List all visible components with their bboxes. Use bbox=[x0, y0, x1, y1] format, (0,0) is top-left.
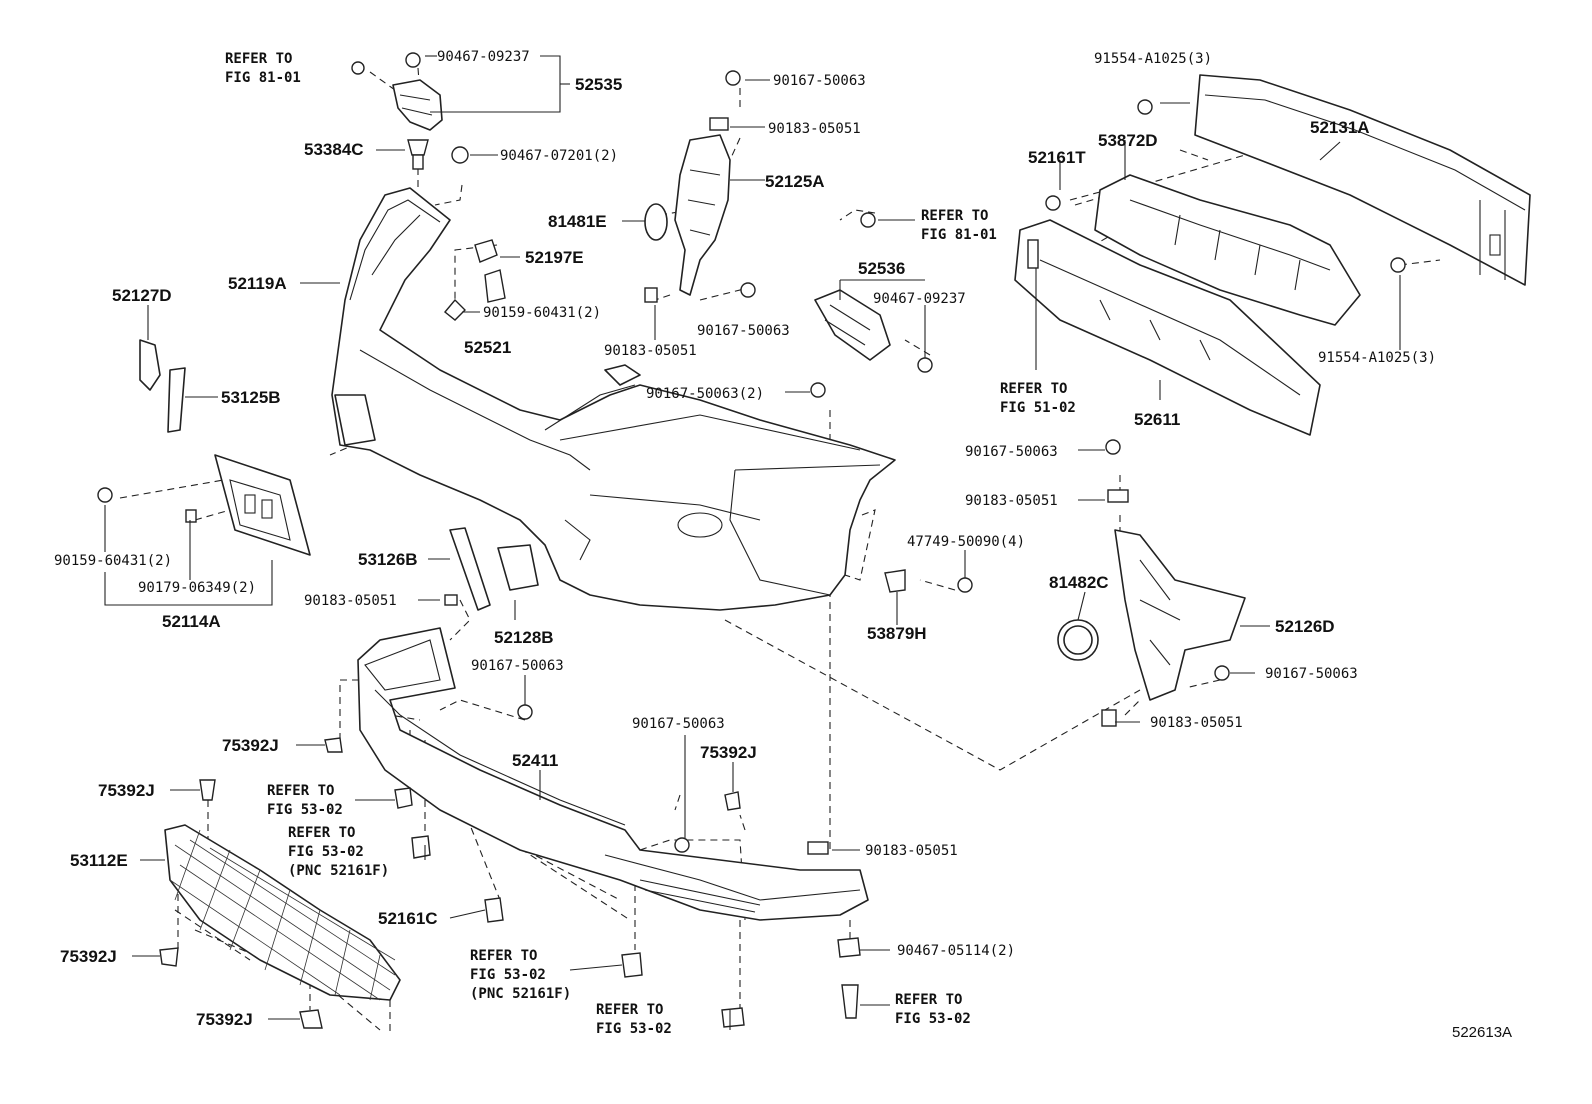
part-52535: 52535 bbox=[575, 75, 622, 94]
lower-spoiler bbox=[357, 627, 869, 921]
part-90167-50063-b: 90167-50063 bbox=[697, 323, 790, 339]
bumper-cover bbox=[331, 187, 896, 611]
diagram-id: 522613A bbox=[1452, 1024, 1512, 1041]
leader-lines bbox=[104, 55, 1401, 1030]
part-90183-05051-d: 90183-05051 bbox=[965, 493, 1058, 509]
part-75392J-e: 75392J bbox=[196, 1010, 253, 1029]
part-90467-09237-a: 90467-09237 bbox=[437, 49, 530, 65]
part-90167-50063-a: 90167-50063 bbox=[773, 73, 866, 89]
part-53879H: 53879H bbox=[867, 624, 927, 643]
grille-53112E bbox=[159, 737, 401, 1029]
part-90167-50063-d: 90167-50063 bbox=[1265, 666, 1358, 682]
part-52128B: 52128B bbox=[494, 628, 554, 647]
part-90179-06349: 90179-06349(2) bbox=[138, 580, 256, 596]
fastener-53879H bbox=[884, 569, 973, 593]
part-90467-07201: 90467-07201(2) bbox=[500, 148, 618, 164]
part-90167-50063-2: 90167-50063(2) bbox=[646, 386, 764, 402]
part-90167-50063-c: 90167-50063 bbox=[965, 444, 1058, 460]
license-bracket bbox=[97, 454, 311, 556]
part-91554-a1025-b: 91554-A1025(3) bbox=[1318, 350, 1436, 366]
part-90159-60431-b: 90159-60431(2) bbox=[54, 553, 172, 569]
part-90167-50063-e: 90167-50063 bbox=[471, 658, 564, 674]
part-52119A: 52119A bbox=[228, 274, 287, 293]
part-90183-05051-c: 90183-05051 bbox=[604, 343, 697, 359]
part-52411: 52411 bbox=[512, 751, 558, 770]
fasteners-top bbox=[351, 52, 506, 321]
part-53384C: 53384C bbox=[304, 140, 364, 159]
part-91554-a1025-a: 91554-A1025(3) bbox=[1094, 51, 1212, 67]
part-52197E: 52197E bbox=[525, 248, 584, 267]
part-90167-50063-f: 90167-50063 bbox=[632, 716, 725, 732]
part-53126B: 53126B bbox=[358, 550, 418, 569]
part-47749-50090: 47749-50090(4) bbox=[907, 534, 1025, 550]
part-90183-05051-b: 90183-05051 bbox=[768, 121, 861, 137]
part-90159-60431-a: 90159-60431(2) bbox=[483, 305, 601, 321]
part-90467-05114: 90467-05114(2) bbox=[897, 943, 1015, 959]
part-53872D: 53872D bbox=[1098, 131, 1158, 150]
bracket-52536 bbox=[810, 212, 933, 398]
trim-53126B bbox=[444, 527, 539, 611]
part-52536: 52536 bbox=[858, 259, 905, 278]
absorber-52611 bbox=[1014, 219, 1321, 436]
part-52131A: 52131A bbox=[1310, 118, 1370, 137]
part-90467-09237-b: 90467-09237 bbox=[873, 291, 966, 307]
part-81482C: 81482C bbox=[1049, 573, 1109, 592]
bracket-52535 bbox=[392, 79, 443, 131]
part-75392J-c: 75392J bbox=[98, 781, 155, 800]
part-52161T: 52161T bbox=[1028, 148, 1086, 167]
bracket-52126D bbox=[1057, 439, 1246, 727]
part-53125B: 53125B bbox=[221, 388, 281, 407]
part-75392J-b: 75392J bbox=[700, 743, 757, 762]
clips-lower bbox=[394, 787, 861, 1028]
part-90183-05051-f: 90183-05051 bbox=[865, 843, 958, 859]
part-52126D: 52126D bbox=[1275, 617, 1335, 636]
part-52521: 52521 bbox=[464, 338, 511, 357]
part-52114A: 52114A bbox=[162, 612, 221, 631]
part-90183-05051-e: 90183-05051 bbox=[1150, 715, 1243, 731]
part-52125A: 52125A bbox=[765, 172, 825, 191]
part-75392J-d: 75392J bbox=[60, 947, 117, 966]
trim-52127D bbox=[139, 339, 186, 433]
absorber-53872D bbox=[1045, 174, 1361, 326]
part-53112E: 53112E bbox=[70, 851, 128, 870]
bracket-52125A bbox=[644, 70, 756, 303]
part-52161C: 52161C bbox=[378, 909, 438, 928]
part-75392J-a: 75392J bbox=[222, 736, 279, 755]
part-52611: 52611 bbox=[1134, 410, 1180, 429]
reinforcement-52131A bbox=[1137, 74, 1531, 286]
part-90183-05051-a: 90183-05051 bbox=[304, 593, 397, 609]
part-81481E: 81481E bbox=[548, 212, 607, 231]
part-52127D: 52127D bbox=[112, 286, 172, 305]
